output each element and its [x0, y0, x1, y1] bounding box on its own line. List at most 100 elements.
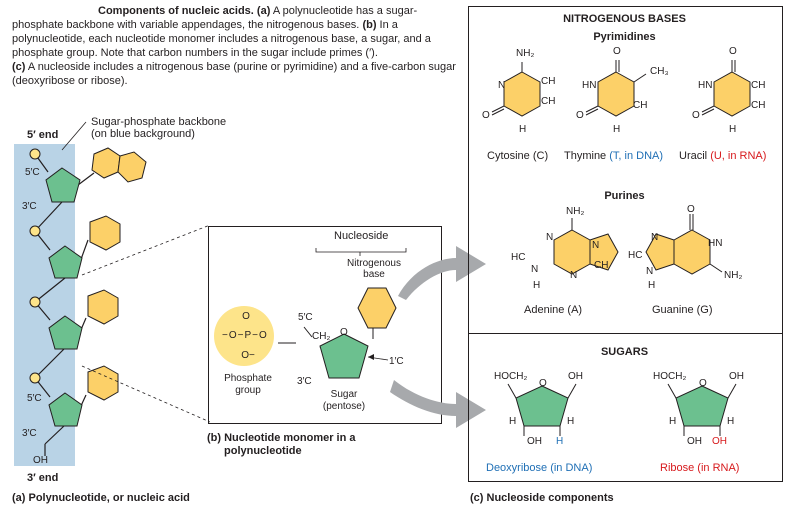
thymine-o: O: [613, 46, 621, 57]
guanine-5-ring: [645, 233, 675, 271]
sugar-label-1: Sugar: [330, 389, 358, 400]
sugars-heading: SUGARS: [600, 346, 649, 358]
panel-a-caption: (a) Polynucleotide, or nucleic acid: [12, 492, 190, 504]
purines-heading: Purines: [604, 190, 645, 202]
base-4: [87, 365, 119, 401]
ribose-label: Ribose (in RNA): [660, 462, 740, 474]
cytosine-ring: [503, 71, 541, 117]
sugar-1: [45, 167, 81, 203]
nitrogenous-base-label-1: Nitrogenous: [347, 258, 401, 269]
cytosine-o: O: [482, 110, 490, 121]
deoxyribose-ring: [515, 385, 569, 427]
c5-bottom-label: 5′C: [27, 393, 42, 404]
panel-b-caption-1: (b) Nucleotide monomer in a: [207, 432, 356, 444]
nitrogenous-bases-heading: NITROGENOUS BASES: [563, 13, 686, 25]
ribose-oh: OH: [729, 371, 744, 382]
phosphate-group-label-2: group: [235, 385, 261, 396]
uracil-ch5: CH: [751, 80, 766, 91]
uracil-note: (U, in RNA): [710, 150, 767, 162]
nucleoside-label: Nucleoside: [334, 230, 389, 242]
base-2: [89, 215, 121, 251]
polynucleotide-diagram: [14, 121, 210, 466]
phosphate-group-label-1: Phosphate: [224, 373, 272, 384]
base-3: [87, 289, 119, 325]
base-1a: [91, 147, 121, 179]
backbone-label-1: Sugar-phosphate backbone: [91, 116, 227, 128]
c1-label: 1′C: [389, 356, 404, 367]
deoxyribose-oh: OH: [568, 371, 583, 382]
ch2-label: CH₂: [312, 331, 331, 342]
pyrimidines-heading: Pyrimidines: [593, 31, 656, 43]
adenine-n1: N: [546, 232, 554, 243]
adenine-nh2: NH₂: [566, 206, 585, 217]
caption-title: Components of nucleic acids.: [98, 5, 254, 17]
sugar-2: [48, 245, 83, 279]
adenine-ch: CH: [594, 260, 609, 271]
caption-a-text: A polynucleotide has a sugar-phosphate b…: [12, 5, 418, 31]
adenine-n7: N: [592, 240, 600, 251]
base-hexagon: [357, 287, 397, 329]
uracil-o2: O: [692, 110, 700, 121]
deoxyribose-label: Deoxyribose (in DNA): [486, 462, 593, 474]
adenine-n9: N: [570, 270, 578, 281]
caption-c-tag: (c): [12, 61, 26, 73]
adenine-hc: HC: [511, 252, 526, 263]
phosphate-o-top: O: [242, 311, 250, 322]
panel-c-frame: [468, 6, 783, 482]
adenine-label: Adenine (A): [524, 304, 583, 316]
ribose-ring: [675, 385, 729, 427]
c5-label: 5′C: [298, 312, 313, 323]
backbone-label-2: (on blue background): [91, 128, 195, 140]
phosphate-group-circle: [214, 306, 274, 366]
deoxyribose-o: O: [539, 378, 547, 389]
deoxyribose-h-right: H: [567, 416, 575, 427]
phosphate-3: [29, 296, 41, 308]
deoxyribose-oh-3: OH: [527, 436, 542, 447]
deoxyribose-h-left: H: [509, 416, 517, 427]
thymine-note: (T, in DNA): [609, 150, 664, 162]
guanine-o: O: [687, 204, 695, 215]
base-1b: [117, 151, 147, 183]
phosphate-o-bottom: O−: [241, 350, 255, 361]
panel-c-caption: (c) Nucleoside components: [470, 492, 614, 504]
uracil-name: Uracil: [679, 150, 708, 162]
figure-caption: Components of nucleic acids. (a) A polyn…: [12, 4, 460, 88]
c5-top-label: 5′C: [25, 167, 40, 178]
guanine-label: Guanine (G): [652, 304, 713, 316]
cytosine-ch6: CH: [541, 96, 556, 107]
arrow-to-sugars: [390, 380, 486, 428]
adenine-n3: N: [531, 264, 539, 275]
arrows-to-components: [390, 246, 486, 428]
thymine-ring: [597, 71, 635, 117]
sugar-label-2: (pentose): [322, 401, 366, 412]
phosphate-4: [29, 372, 41, 384]
uracil-o: O: [729, 46, 737, 57]
thymine-ch3: CH₃: [650, 66, 669, 77]
cytosine-n3: N: [498, 80, 506, 91]
uracil-hn: HN: [698, 80, 713, 91]
ribose-o: O: [699, 378, 707, 389]
three-prime-oh: OH: [33, 455, 48, 466]
c3-label: 3′C: [297, 376, 312, 387]
adenine-5-ring: [589, 233, 619, 271]
caption-b-text: In a polynucleotide, each nucleotide mon…: [12, 19, 431, 59]
ribose-oh-3: OH: [687, 436, 702, 447]
adenine-h: H: [533, 280, 541, 291]
guanine-hc: HC: [628, 250, 643, 261]
ribose-h-left: H: [669, 416, 677, 427]
arrow-to-bases: [398, 246, 486, 300]
uracil-ring: [713, 71, 751, 117]
ribose-h-right: H: [727, 416, 735, 427]
guanine-nh: HN: [708, 238, 723, 249]
deoxyribose-hoch2: HOCH₂: [494, 371, 528, 382]
thymine-o2: O: [576, 110, 584, 121]
cytosine-h: H: [519, 124, 527, 135]
panel-b-caption-2: polynucleotide: [224, 445, 302, 457]
phosphate-2: [29, 225, 41, 237]
caption-a-tag: (a): [256, 5, 271, 17]
cytosine-ch5: CH: [541, 76, 556, 87]
thymine-h: H: [613, 124, 621, 135]
guanine-n7: N: [651, 232, 659, 243]
guanine-6-ring: [673, 229, 711, 275]
sugar-4: [48, 392, 83, 427]
